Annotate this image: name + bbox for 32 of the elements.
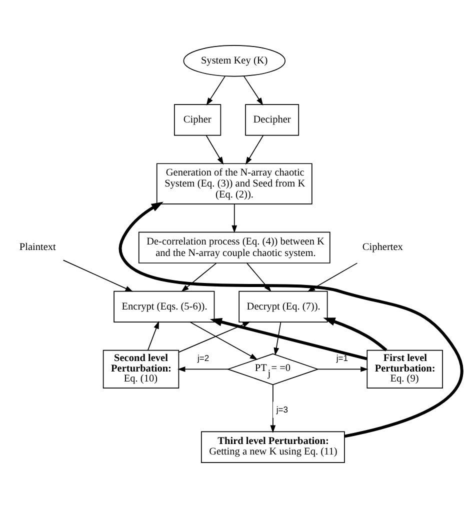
node-box: Cipher: [174, 104, 222, 136]
arrow: [270, 384, 276, 432]
node-box: Generation of the N-array chaotic System (Eq. (3)) and Seed from K (Eq. (2)).: [156, 162, 312, 204]
arrow: [118, 201, 464, 438]
node-box: First level Perturbation: Eq. (9): [366, 349, 443, 388]
edge-label: j=2: [197, 352, 210, 363]
arrow: [178, 366, 229, 372]
node-text: Ciphertex: [362, 242, 403, 253]
arrow: [274, 321, 282, 355]
node-box: Decipher: [245, 104, 300, 136]
arrow: [62, 259, 134, 292]
node-text: Plaintext: [19, 242, 56, 253]
arrow: [232, 203, 238, 233]
edge-label: j=1: [336, 352, 348, 363]
arrow: [178, 321, 250, 352]
arrow: [323, 317, 388, 351]
node-box: Encrypt (Eqs. (5-6)).: [114, 290, 215, 322]
node-box: De-correlation process (Eq. (4)) between K and the N-array couple chaotic system.: [138, 231, 330, 263]
arrow: [318, 366, 368, 372]
node-box: Second level Perturbation: Eq. (10): [102, 349, 180, 388]
node-box: Decrypt (Eq. (7)).: [238, 290, 328, 322]
arrow: [181, 262, 217, 292]
node-box: Third level Perturbation: Getting a new K using Eq. (11): [200, 430, 345, 462]
edge-label: j=3: [276, 404, 288, 414]
arrow: [243, 75, 264, 105]
arrow: [206, 134, 224, 164]
arrow: [190, 321, 258, 360]
node-ellipse: System Key (K): [183, 44, 286, 76]
arrow: [245, 134, 264, 164]
arrow: [206, 75, 226, 105]
arrow: [147, 320, 159, 350]
arrow: [210, 317, 368, 360]
